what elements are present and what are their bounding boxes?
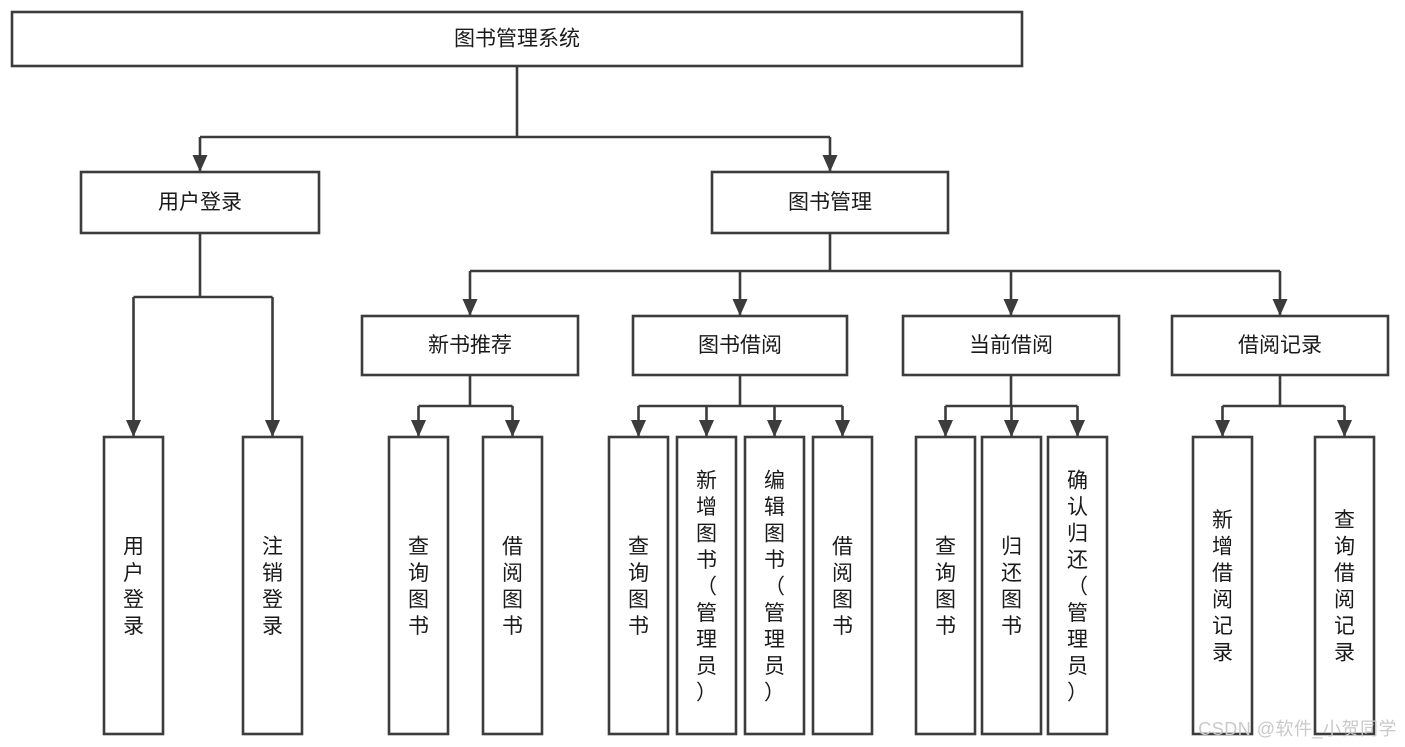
- arrow-head-icon: [767, 420, 782, 437]
- arrow-head-icon: [938, 420, 953, 437]
- arrow-head-icon: [1070, 420, 1085, 437]
- node-user-logout[interactable]: 注销登录: [241, 435, 304, 736]
- node-return-book[interactable]: 归还图书: [980, 435, 1043, 736]
- arrow-head-icon: [462, 299, 478, 316]
- arrow-head-icon: [631, 420, 646, 437]
- node-edit-book-admin[interactable]: 编辑图书（管理员）: [743, 435, 806, 736]
- node-book-borrow[interactable]: 图书借阅: [631, 314, 849, 377]
- node-label: 新增图书（管理员）: [696, 469, 717, 704]
- arrow-head-icon: [505, 420, 520, 437]
- node-root[interactable]: 图书管理系统: [10, 10, 1024, 68]
- node-label: 借阅图书: [832, 536, 853, 639]
- node-query-book-1[interactable]: 查询图书: [387, 435, 450, 736]
- node-label: 编辑图书（管理员）: [764, 469, 785, 704]
- node-add-book-admin[interactable]: 新增图书（管理员）: [675, 435, 738, 736]
- arrow-head-icon: [192, 155, 208, 172]
- node-label: 新增借阅记录: [1212, 509, 1233, 665]
- arrow-head-icon: [126, 420, 141, 437]
- node-label: 新书推荐: [428, 334, 512, 357]
- node-box[interactable]: [481, 435, 544, 736]
- node-box[interactable]: [811, 435, 874, 736]
- watermark-label: CSDN @软件_小贺同学: [1198, 719, 1397, 739]
- node-label: 注销登录: [262, 536, 283, 639]
- arrow-head-icon: [265, 420, 280, 437]
- arrow-head-icon: [1004, 420, 1019, 437]
- node-box[interactable]: [675, 435, 738, 736]
- node-borrow-book-2[interactable]: 借阅图书: [811, 435, 874, 736]
- node-box[interactable]: [102, 435, 165, 736]
- node-box[interactable]: [1313, 435, 1376, 736]
- node-box[interactable]: [607, 435, 670, 736]
- node-label: 查询图书: [935, 536, 956, 639]
- node-label: 当前借阅: [969, 334, 1053, 357]
- node-label: 查询图书: [408, 536, 429, 639]
- node-label: 用户登录: [158, 191, 242, 214]
- node-box[interactable]: [1170, 314, 1390, 377]
- node-box[interactable]: [980, 435, 1043, 736]
- arrow-head-icon: [1272, 299, 1288, 316]
- node-box[interactable]: [743, 435, 806, 736]
- arrow-head-icon: [1337, 420, 1352, 437]
- node-box[interactable]: [1191, 435, 1254, 736]
- node-current-borrow[interactable]: 当前借阅: [901, 314, 1121, 377]
- node-box[interactable]: [360, 314, 580, 377]
- node-box[interactable]: [901, 314, 1121, 377]
- node-label: 借阅记录: [1238, 334, 1322, 357]
- node-book-manage[interactable]: 图书管理: [710, 170, 950, 235]
- node-user-login-do[interactable]: 用户登录: [102, 435, 165, 736]
- node-label: 图书借阅: [698, 334, 782, 357]
- node-query-book-2[interactable]: 查询图书: [607, 435, 670, 736]
- node-box[interactable]: [710, 170, 950, 235]
- node-label: 借阅图书: [502, 536, 523, 639]
- arrow-head-icon: [1003, 299, 1019, 316]
- node-label: 查询借阅记录: [1334, 509, 1355, 665]
- node-query-book-3[interactable]: 查询图书: [914, 435, 977, 736]
- arrow-head-icon: [822, 155, 838, 172]
- node-label: 图书管理: [788, 191, 872, 214]
- node-label: 归还图书: [1001, 536, 1022, 639]
- node-add-borrow-record[interactable]: 新增借阅记录: [1191, 435, 1254, 736]
- node-user-login[interactable]: 用户登录: [79, 170, 321, 235]
- node-box[interactable]: [914, 435, 977, 736]
- arrow-head-icon: [732, 299, 748, 316]
- node-layer: 图书管理系统用户登录图书管理用户登录注销登录新书推荐图书借阅当前借阅借阅记录查询…: [10, 10, 1390, 736]
- connector-layer: [126, 66, 1352, 437]
- arrow-head-icon: [411, 420, 426, 437]
- node-box[interactable]: [1046, 435, 1109, 736]
- node-new-book-recommend[interactable]: 新书推荐: [360, 314, 580, 377]
- node-box[interactable]: [79, 170, 321, 235]
- node-label: 用户登录: [123, 536, 144, 639]
- node-confirm-return-admin[interactable]: 确认归还（管理员）: [1046, 435, 1109, 736]
- node-borrow-record[interactable]: 借阅记录: [1170, 314, 1390, 377]
- node-box[interactable]: [631, 314, 849, 377]
- arrow-head-icon: [699, 420, 714, 437]
- arrow-head-icon: [1215, 420, 1230, 437]
- node-label: 图书管理系统: [454, 28, 580, 51]
- node-label: 查询图书: [628, 536, 649, 639]
- arrow-head-icon: [835, 420, 850, 437]
- node-box[interactable]: [241, 435, 304, 736]
- node-box[interactable]: [10, 10, 1024, 68]
- node-label: 确认归还（管理员）: [1067, 469, 1088, 704]
- node-query-borrow-record[interactable]: 查询借阅记录: [1313, 435, 1376, 736]
- node-borrow-book-1[interactable]: 借阅图书: [481, 435, 544, 736]
- node-box[interactable]: [387, 435, 450, 736]
